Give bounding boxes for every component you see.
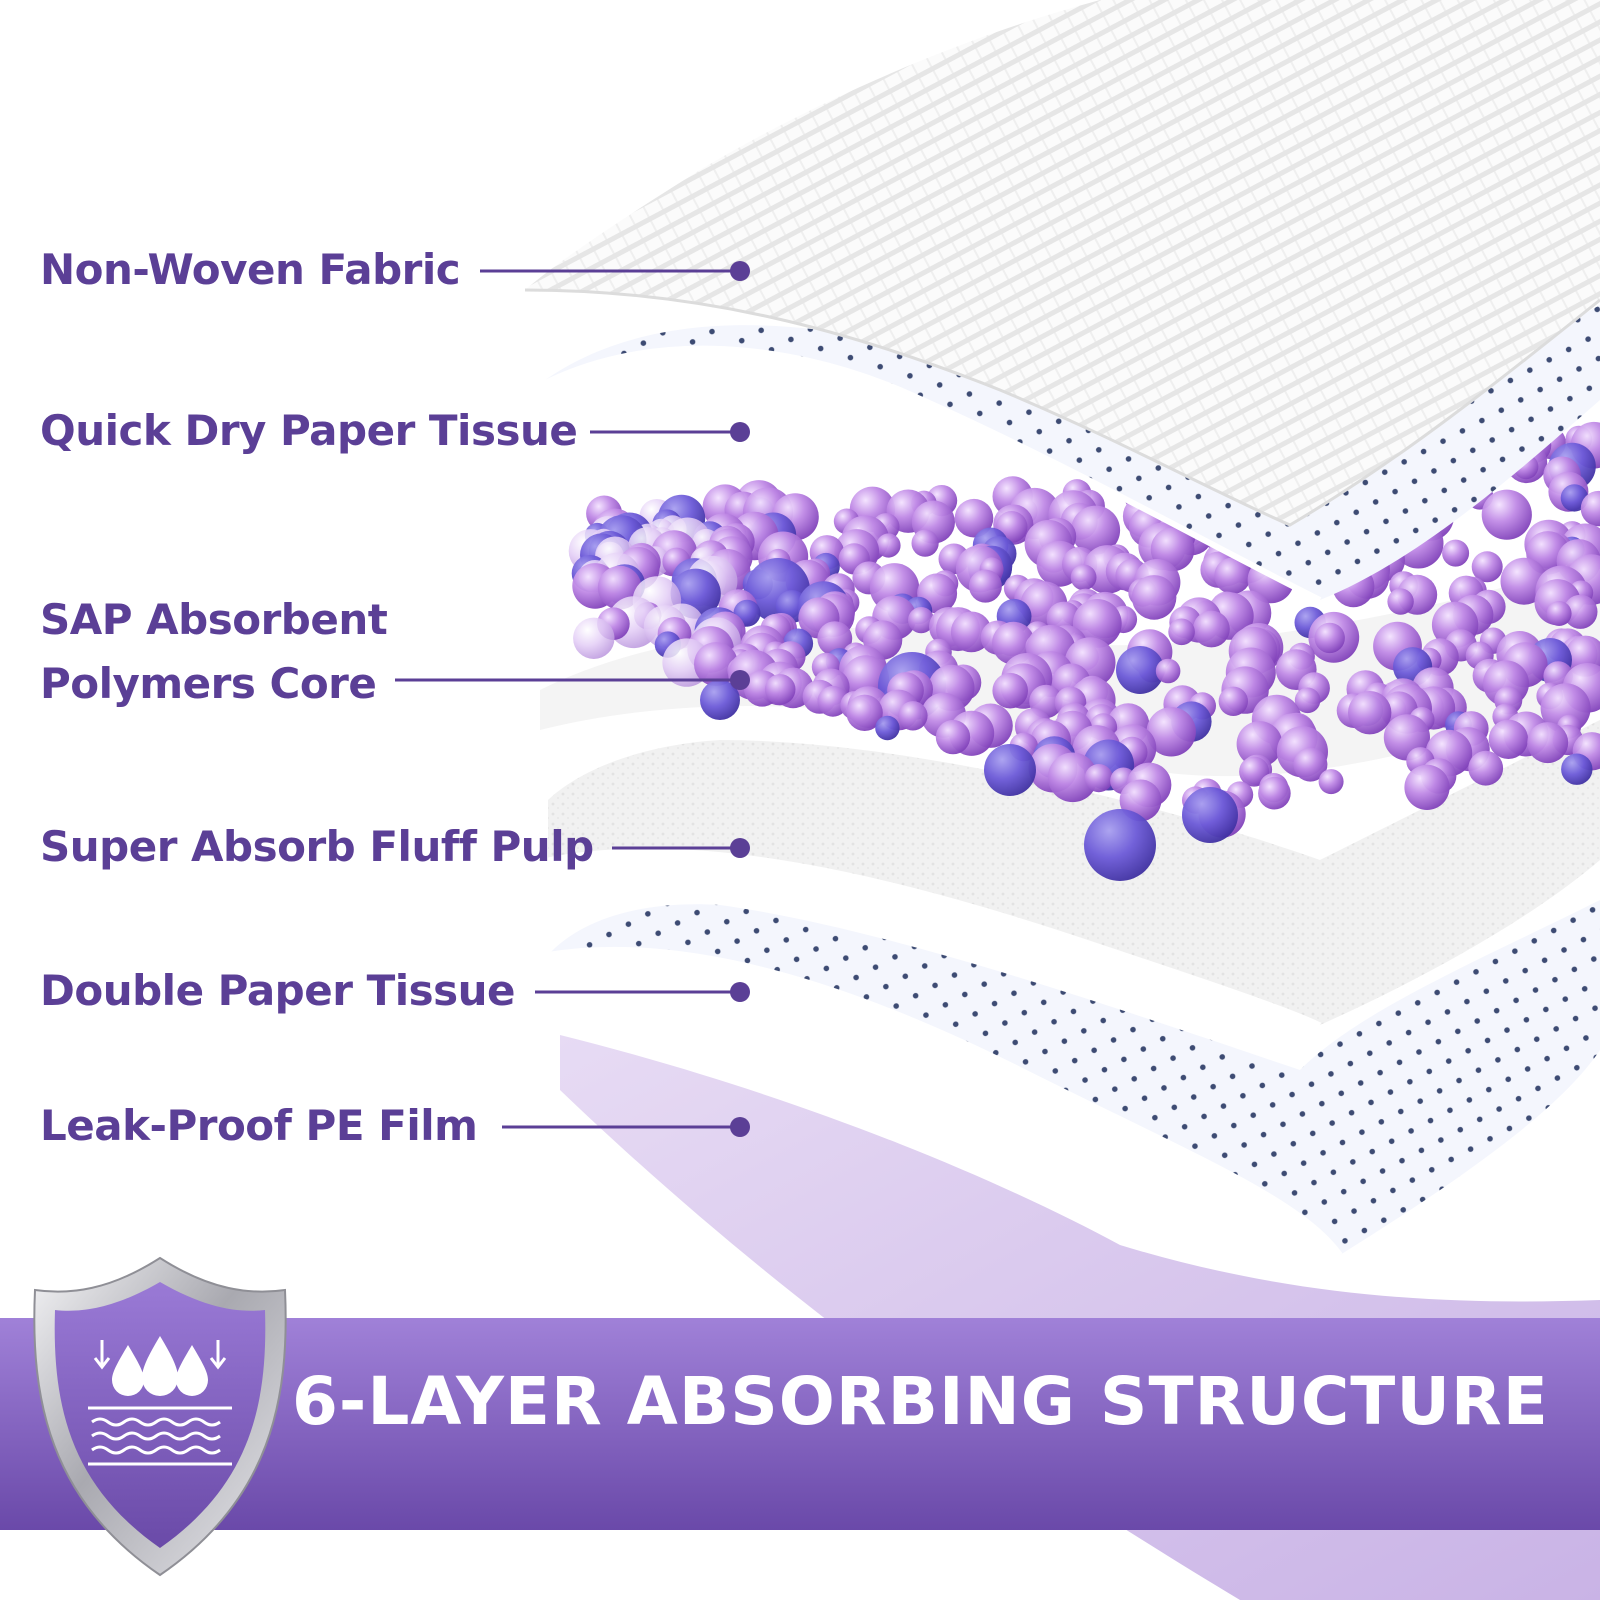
label-non-woven-fabric: Non-Woven Fabric bbox=[40, 245, 461, 294]
sap-bead bbox=[876, 533, 901, 558]
sap-bead bbox=[817, 685, 849, 717]
sap-bead bbox=[1488, 719, 1529, 759]
water-drops-absorb-icon bbox=[33, 1256, 287, 1577]
sap-bead bbox=[1471, 551, 1503, 583]
sap-bead bbox=[1214, 557, 1251, 595]
sap-bead bbox=[875, 715, 900, 741]
fluff-pulp-layer bbox=[548, 720, 1600, 1025]
sap-bead bbox=[694, 642, 738, 687]
sap-bead bbox=[935, 719, 971, 755]
sap-bead bbox=[1442, 539, 1470, 567]
sap-bead bbox=[1563, 594, 1598, 629]
sap-bead bbox=[1239, 756, 1270, 787]
label-pe-film: Leak-Proof PE Film bbox=[40, 1101, 478, 1150]
sap-bead bbox=[984, 744, 1036, 796]
sap-bead bbox=[846, 694, 883, 731]
sap-bead bbox=[1182, 787, 1238, 843]
sap-bead bbox=[911, 529, 939, 557]
sap-bead bbox=[1387, 588, 1414, 615]
sap-bead bbox=[1116, 646, 1164, 694]
sap-bead bbox=[1527, 722, 1569, 764]
sap-bead bbox=[573, 617, 615, 659]
sap-bead bbox=[1084, 764, 1113, 793]
sap-bead bbox=[1070, 564, 1097, 591]
sap-bead bbox=[1236, 721, 1283, 767]
sap-bead bbox=[954, 498, 994, 538]
sap-bead bbox=[1561, 753, 1593, 785]
non-woven-fabric-layer bbox=[525, 0, 1600, 525]
sap-bead bbox=[700, 680, 740, 720]
sap-bead bbox=[1293, 747, 1328, 782]
sap-bead bbox=[1481, 489, 1532, 540]
sap-bead bbox=[1084, 809, 1156, 881]
sap-bead bbox=[1047, 752, 1098, 803]
sap-bead bbox=[1218, 686, 1249, 716]
sap-bead bbox=[1258, 776, 1291, 810]
label-fluff-pulp: Super Absorb Fluff Pulp bbox=[40, 822, 594, 871]
sap-bead bbox=[1294, 687, 1321, 714]
sap-bead bbox=[1072, 599, 1122, 648]
sap-bead bbox=[1348, 691, 1392, 735]
sap-bead bbox=[1546, 601, 1572, 626]
sap-bead bbox=[1146, 707, 1196, 757]
sap-bead bbox=[1131, 575, 1177, 620]
sap-bead bbox=[1314, 622, 1345, 654]
sap-bead bbox=[992, 672, 1028, 709]
sap-bead bbox=[1193, 610, 1230, 648]
sap-bead bbox=[1468, 750, 1504, 786]
label-double-tissue: Double Paper Tissue bbox=[40, 966, 516, 1015]
sap-bead bbox=[1168, 618, 1195, 646]
sap-bead bbox=[1318, 769, 1344, 795]
sap-bead bbox=[764, 674, 796, 705]
double-tissue-layer bbox=[548, 900, 1600, 1255]
label-sap-core: SAP Absorbent Polymers Core bbox=[40, 595, 388, 708]
sap-bead bbox=[1580, 490, 1600, 527]
sap-bead bbox=[1155, 658, 1181, 684]
sap-bead bbox=[968, 569, 1002, 603]
sap-bead bbox=[1404, 764, 1450, 811]
label-quick-dry-tissue: Quick Dry Paper Tissue bbox=[40, 406, 578, 455]
sap-bead bbox=[908, 607, 935, 634]
sap-bead bbox=[898, 701, 928, 731]
banner-title: 6-LAYER ABSORBING STRUCTURE bbox=[292, 1363, 1549, 1440]
sap-bead bbox=[1071, 505, 1121, 555]
leader-lines bbox=[395, 261, 750, 1137]
quick-dry-tissue-layer bbox=[532, 305, 1600, 600]
sap-bead bbox=[817, 621, 853, 656]
